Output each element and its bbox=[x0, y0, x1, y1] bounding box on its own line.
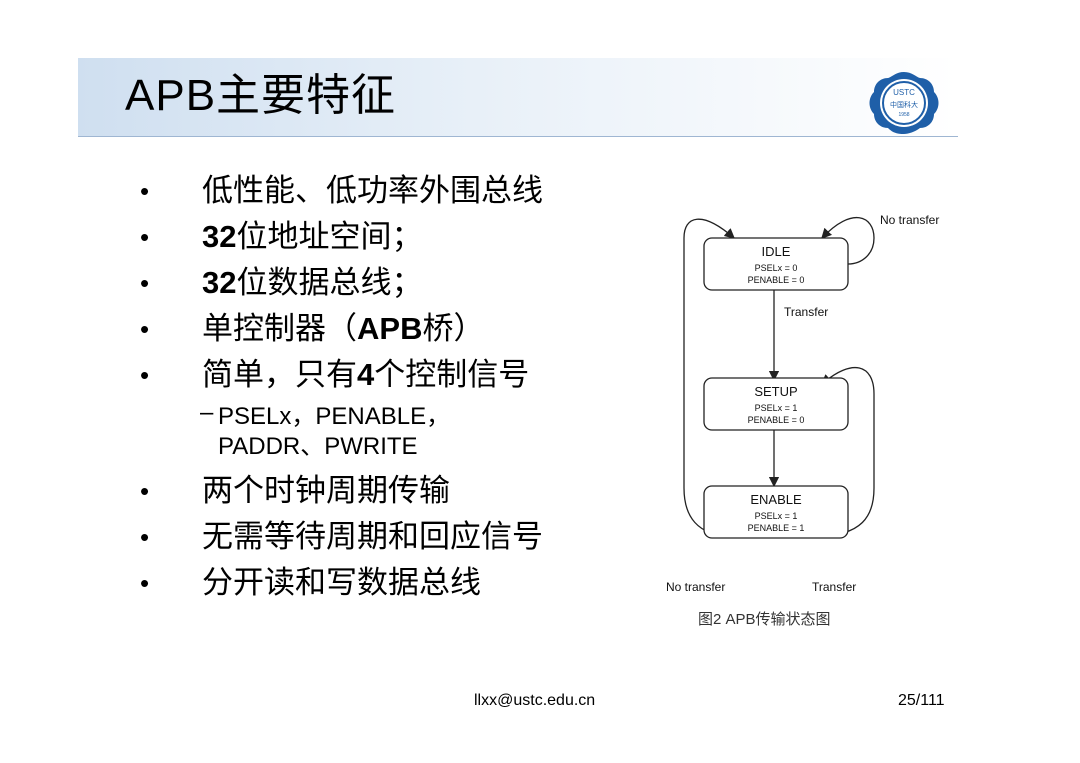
label-no-transfer-bottom: No transfer bbox=[666, 580, 725, 594]
diagram-caption: 图2 APB传输状态图 bbox=[698, 611, 831, 628]
footer-email: llxx@ustc.edu.cn bbox=[474, 692, 596, 709]
bullet-text-rest: 桥） bbox=[422, 311, 485, 346]
ustc-logo: USTC 中国科大 1958 bbox=[869, 72, 939, 134]
logo-text-bottom: 1958 bbox=[898, 112, 909, 118]
state-enable-penable: PENABLE = 1 bbox=[748, 523, 805, 533]
loop-idle-self bbox=[821, 217, 875, 265]
loop-enable-to-setup bbox=[816, 366, 875, 537]
state-enable-psel: PSELx = 1 bbox=[755, 511, 798, 521]
bullet-item: • 分开读和写数据总线 bbox=[140, 560, 620, 606]
bullet-item: • 32位地址空间； bbox=[140, 214, 620, 260]
state-setup bbox=[703, 377, 849, 431]
bullet-item: • 两个时钟周期传输 bbox=[140, 468, 620, 514]
bullet-item: • 无需等待周期和回应信号 bbox=[140, 514, 620, 560]
bullet-bold: 32 bbox=[202, 265, 237, 300]
logo-text-mid: 中国科大 bbox=[890, 100, 918, 109]
bullet-text: 位地址空间； bbox=[236, 219, 423, 254]
logo-text-top: USTC bbox=[893, 88, 915, 97]
state-idle bbox=[703, 237, 849, 291]
sub-bullet-item: – PSELx，PENABLE， PADDR、PWRITE bbox=[140, 398, 620, 468]
bullet-dot: • bbox=[140, 476, 150, 506]
state-idle-name: IDLE bbox=[762, 244, 791, 259]
state-setup-psel: PSELx = 1 bbox=[755, 403, 798, 413]
bullet-text: 单控制器（ bbox=[202, 311, 357, 346]
slide-title: APB主要特征 bbox=[125, 71, 397, 120]
bullet-dot: • bbox=[140, 522, 150, 552]
bullet-list: • 低性能、低功率外围总线 • 32位地址空间； • 32位数据总线； • 单控… bbox=[140, 168, 620, 606]
state-idle-psel: PSELx = 0 bbox=[755, 263, 798, 273]
bullet-item: • 简单，只有4个控制信号 bbox=[140, 352, 620, 398]
sub-bullet-dash: – bbox=[200, 399, 214, 426]
bullet-text: 无需等待周期和回应信号 bbox=[202, 519, 543, 554]
footer-page-number: 25/111 bbox=[898, 692, 945, 709]
bullet-dot: • bbox=[140, 360, 150, 390]
bullet-dot: • bbox=[140, 568, 150, 598]
bullet-text: 分开读和写数据总线 bbox=[202, 565, 481, 600]
bullet-text: 位数据总线； bbox=[236, 265, 423, 300]
label-transfer-mid: Transfer bbox=[784, 305, 828, 319]
bullet-item: • 低性能、低功率外围总线 bbox=[140, 168, 620, 214]
bullet-bold: 32 bbox=[202, 219, 237, 254]
label-transfer-bottom: Transfer bbox=[812, 580, 856, 594]
state-setup-name: SETUP bbox=[754, 384, 797, 399]
logo-icon bbox=[869, 72, 939, 134]
bullet-text: 两个时钟周期传输 bbox=[202, 473, 450, 508]
bullet-text: 低性能、低功率外围总线 bbox=[202, 173, 543, 208]
apb-state-diagram: IDLE PSELx = 0 PENABLE = 0 SETUP PSELx =… bbox=[666, 213, 939, 594]
sub-bullet-line-2: PADDR、PWRITE bbox=[218, 433, 418, 460]
title-bar bbox=[78, 58, 958, 137]
state-idle-penable: PENABLE = 0 bbox=[748, 275, 805, 285]
bullet-item: • 单控制器（APB桥） bbox=[140, 306, 620, 352]
bullet-bold: 4 bbox=[357, 357, 375, 392]
state-enable bbox=[703, 485, 849, 539]
bullet-bold: APB bbox=[357, 311, 423, 346]
bullet-text: 简单，只有 bbox=[202, 357, 357, 392]
bullet-dot: • bbox=[140, 176, 150, 206]
sub-bullet-line-1: PSELx，PENABLE， bbox=[218, 403, 451, 430]
label-no-transfer-top: No transfer bbox=[880, 213, 939, 227]
bullet-dot: • bbox=[140, 268, 150, 298]
bullet-text-rest: 个控制信号 bbox=[374, 357, 530, 392]
bullet-dot: • bbox=[140, 314, 150, 344]
state-setup-penable: PENABLE = 0 bbox=[748, 415, 805, 425]
bullet-item: • 32位数据总线； bbox=[140, 260, 620, 306]
bullet-dot: • bbox=[140, 222, 150, 252]
state-enable-name: ENABLE bbox=[750, 492, 802, 507]
